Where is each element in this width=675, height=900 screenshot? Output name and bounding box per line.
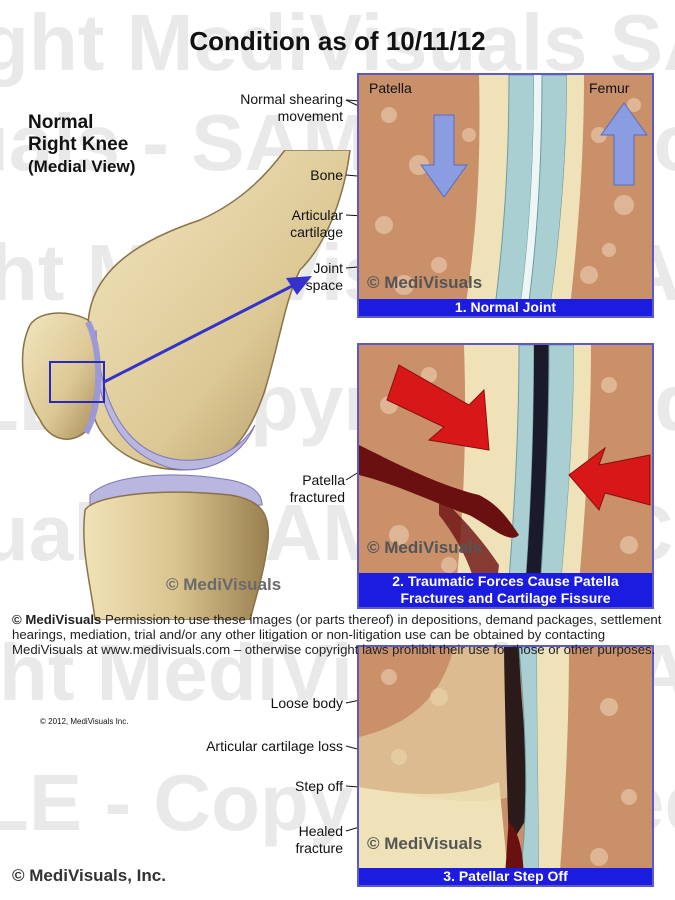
- label-patella-fractured-line2: fractured: [289, 489, 345, 505]
- panel-2-caption-line1: 2. Traumatic Forces Cause Patella: [392, 573, 619, 589]
- tibia-shape: [83, 491, 270, 620]
- panel-1-caption: 1. Normal Joint: [359, 299, 652, 316]
- knee-illustration: [21, 150, 351, 620]
- knee-title-line1: Normal: [28, 112, 94, 133]
- panel-1-femur-label: Femur: [589, 80, 630, 96]
- panel-2-caption-line2: Fractures and Cartilage Fissure: [400, 590, 611, 606]
- knee-title-line3: (Medial View): [28, 157, 136, 176]
- panel-1-patella-label: Patella: [369, 80, 412, 96]
- panel-3-watermark: © MediVisuals: [367, 834, 483, 853]
- panel-normal-joint: Patella Femur © MediVisuals 1. Normal Jo…: [357, 73, 654, 318]
- label-healed-line1: Healed: [298, 823, 343, 839]
- label-patella-fractured-line1: Patella: [302, 472, 345, 488]
- panel-2-watermark: © MediVisuals: [367, 538, 483, 557]
- knee-watermark: © MediVisuals: [166, 575, 282, 594]
- label-joint-line2: space: [305, 277, 343, 293]
- femur-shape: [85, 150, 351, 471]
- small-copyright: © 2012, MediVisuals Inc.: [40, 717, 129, 726]
- label-normal-shearing-line2: movement: [277, 108, 343, 124]
- label-step-off: Step off: [294, 778, 343, 794]
- label-articular-line2: cartilage: [290, 224, 343, 240]
- label-loose-body: Loose body: [270, 695, 343, 711]
- label-healed-line2: fracture: [295, 840, 343, 856]
- label-articular-line1: Articular: [291, 207, 343, 223]
- panel-1-watermark: © MediVisuals: [367, 273, 483, 292]
- label-patella-fractured: Patella fractured: [250, 472, 345, 506]
- label-joint-space: Joint space: [260, 260, 343, 294]
- panel-1-illustration: [359, 75, 652, 316]
- label-normal-shearing: Normal shearing movement: [200, 91, 343, 125]
- panel-patellar-step-off: © MediVisuals 3. Patellar Step Off: [357, 645, 654, 887]
- svg-text:ght MediVisuals SA: ght MediVisuals SA: [0, 0, 675, 87]
- panel-3-caption: 3. Patellar Step Off: [359, 868, 652, 885]
- label-joint-line1: Joint: [313, 260, 343, 276]
- panel-2-caption: 2. Traumatic Forces Cause Patella Fractu…: [359, 573, 652, 607]
- page-title: Condition as of 10/11/12: [189, 26, 486, 56]
- femur-cartilage: [94, 329, 256, 471]
- panel-2-illustration: [359, 345, 652, 607]
- knee-title: Normal Right Knee (Medial View): [28, 112, 135, 178]
- label-bone: Bone: [310, 167, 343, 183]
- knee-title-line2: Right Knee: [28, 134, 129, 155]
- permission-notice: © MediVisuals Permission to use these im…: [12, 612, 668, 657]
- panel-3-illustration: [359, 647, 652, 885]
- permission-text: Permission to use these images (or parts…: [12, 612, 662, 657]
- panel-traumatic-forces: © MediVisuals 2. Traumatic Forces Cause …: [357, 343, 654, 609]
- permission-brand: © MediVisuals: [12, 612, 102, 627]
- label-healed-fracture: Healed fracture: [240, 823, 343, 857]
- footer-copyright: © MediVisuals, Inc.: [12, 866, 166, 885]
- label-articular-cartilage: Articular cartilage: [250, 207, 343, 241]
- label-articular-loss: Articular cartilage loss: [206, 738, 343, 754]
- label-normal-shearing-line1: Normal shearing: [240, 91, 343, 107]
